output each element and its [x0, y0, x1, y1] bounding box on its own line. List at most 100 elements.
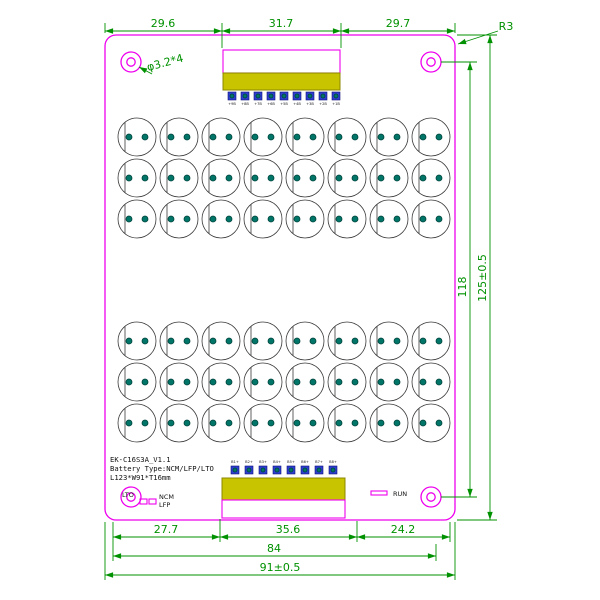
cell-pad [327, 117, 367, 157]
board-outline [104, 34, 456, 521]
cell-pad [369, 199, 409, 239]
cell-pad [411, 321, 451, 361]
jumper-pad-right [148, 498, 157, 505]
cell-pad [369, 362, 409, 402]
connector-pad: +8B [240, 91, 249, 106]
cell-pad [369, 403, 409, 443]
dim-top-left: 29.6 [151, 17, 176, 30]
cell-pad [159, 199, 199, 239]
ncm-label: NCM [159, 493, 174, 501]
pad-label: B3+ [259, 460, 267, 464]
pad-label: +3B [306, 102, 314, 106]
cell-pad [243, 158, 283, 198]
pad-label: B1+ [231, 460, 239, 464]
connector-pad: B7+ [314, 460, 324, 475]
connector-pad: +5B [279, 91, 288, 106]
connector-pad: B6+ [300, 460, 310, 475]
cell-pad [201, 403, 241, 443]
cell-pad [159, 321, 199, 361]
bottom-pad-row: B1+B2+B3+B4+B5+B6+B7+B8+ [230, 460, 338, 475]
connector-pad: +7B [253, 91, 262, 106]
board-model: EK-C16S3A_V1.1 [110, 455, 171, 464]
pad-label: B6+ [301, 460, 309, 464]
connector-pad: B2+ [244, 460, 254, 475]
cell-pad [243, 199, 283, 239]
dim-corner-radius: R3 [499, 20, 514, 33]
cell-pad [159, 158, 199, 198]
cell-pad [411, 403, 451, 443]
connector-pad: +2B [318, 91, 327, 106]
connector-pad: +3B [305, 91, 314, 106]
cell-pad [243, 403, 283, 443]
cell-pad [327, 403, 367, 443]
top-connector-body [222, 72, 341, 91]
cell-pad [327, 362, 367, 402]
pad-label: +6B [267, 102, 275, 106]
cell-pad [327, 199, 367, 239]
pad-label: B2+ [245, 460, 253, 464]
cell-pad [201, 362, 241, 402]
dim-bottom-left: 27.7 [154, 523, 179, 536]
dim-top-right: 29.7 [386, 17, 411, 30]
dim-bottom-right: 24.2 [391, 523, 416, 536]
cell-pad [285, 117, 325, 157]
pad-label: B5+ [287, 460, 295, 464]
dim-width-overall: 91±0.5 [260, 561, 301, 574]
mounting-hole-bottom-left [120, 486, 142, 508]
cell-pad [117, 403, 157, 443]
cell-pad [243, 117, 283, 157]
cell-pad [243, 362, 283, 402]
bottom-connector-body [221, 477, 346, 501]
lfp-label: LFP [159, 501, 170, 509]
cell-pad [285, 199, 325, 239]
cell-pad [411, 117, 451, 157]
pad-label: +7B [254, 102, 262, 106]
top-pad-row: +9B +8B +7B +6B +5B +4B +3B +2B +1B [227, 91, 340, 106]
dim-bottom-span: 84 [267, 542, 281, 555]
dim-height-overall: 125±0.5 [476, 254, 489, 302]
pad-label: +1B [332, 102, 340, 106]
cell-grid [117, 117, 451, 443]
lto-label: LTO [122, 491, 134, 499]
cell-pad [369, 117, 409, 157]
board-battery-type: Battery Type:NCM/LFP/LTO [110, 464, 214, 473]
cell-pad [285, 321, 325, 361]
cell-pad [117, 199, 157, 239]
pad-label: +2B [319, 102, 327, 106]
jumper-pad-left [139, 498, 148, 505]
connector-pad: +9B [227, 91, 236, 106]
bottom-connector-housing [221, 499, 346, 519]
cell-pad [117, 158, 157, 198]
cell-pad [159, 403, 199, 443]
cell-pad [411, 362, 451, 402]
board-size: L123*W91*T16mm [110, 473, 171, 482]
cell-pad [411, 158, 451, 198]
cell-pad [201, 158, 241, 198]
connector-pad: +1B [331, 91, 340, 106]
mounting-hole-top-right [420, 51, 442, 73]
cell-pad [327, 321, 367, 361]
dim-height-hole-span: 118 [456, 277, 469, 298]
cell-pad [201, 199, 241, 239]
run-label: RUN [393, 490, 407, 498]
pad-label: +8B [241, 102, 249, 106]
connector-pad: B5+ [286, 460, 296, 475]
dim-top-mid: 31.7 [269, 17, 294, 30]
run-led-pad [370, 490, 388, 496]
cell-pad [201, 117, 241, 157]
cell-pad [369, 158, 409, 198]
pad-label: +5B [280, 102, 288, 106]
pad-label: +4B [293, 102, 301, 106]
cell-pad [285, 403, 325, 443]
cell-pad [285, 158, 325, 198]
cell-pad [411, 199, 451, 239]
cell-pad [117, 362, 157, 402]
mounting-hole-bottom-right [420, 486, 442, 508]
cell-pad [285, 362, 325, 402]
cell-pad [117, 321, 157, 361]
cell-pad [243, 321, 283, 361]
cell-pad [369, 321, 409, 361]
pad-label: B7+ [315, 460, 323, 464]
connector-pad: B1+ [230, 460, 240, 475]
